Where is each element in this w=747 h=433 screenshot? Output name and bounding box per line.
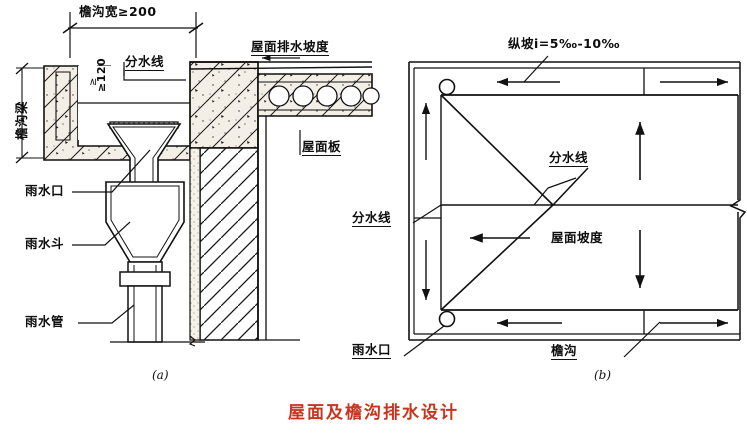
page-title: 屋面及檐沟排水设计: [288, 403, 459, 423]
figure-caption-b: (b): [594, 368, 612, 382]
leader-lines-b: [403, 55, 661, 358]
label-gutter-beam: 檐沟梁: [14, 100, 29, 140]
leader-longitudinal-slope: [523, 55, 549, 83]
leader-lines-a: [72, 62, 301, 324]
roof-field-boundary: [441, 94, 738, 311]
gutter-divider-ticks: [414, 68, 645, 334]
leader-water-divide-b-right: [547, 177, 577, 189]
label-leader-head-a: 雨水斗: [25, 236, 65, 251]
rainwater-leader-head: [105, 181, 185, 263]
ge-mark-120: ≥: [88, 78, 99, 86]
gutter-flow-arrows: [421, 77, 728, 328]
label-rain-inlet-a: 雨水口: [25, 183, 65, 198]
leader-water-divide-b-left: [412, 204, 442, 224]
roof-slope-arrows: [470, 122, 645, 288]
leader-gutter-b: [623, 321, 661, 358]
label-gutter-b: 檐沟: [551, 343, 578, 360]
label-downpipe-a: 雨水管: [25, 314, 65, 329]
dimension-gutter-width: [62, 12, 204, 58]
leader-rain-inlet-b: [403, 325, 445, 357]
label-roof-slab: 屋面板: [302, 139, 342, 156]
label-water-divide-a: 分水线: [125, 54, 165, 71]
label-roof-slope-a: 屋面排水坡度: [251, 39, 330, 56]
leader-rain-inlet-a: [72, 149, 151, 193]
figure-caption-a: (a): [152, 368, 169, 382]
label-rain-inlet-b: 雨水口: [352, 342, 392, 359]
break-line-right: [729, 62, 747, 340]
label-roof-slope-b: 屋面坡度: [551, 230, 604, 245]
figure-b-group: [403, 55, 747, 358]
wall-masonry: [189, 116, 300, 341]
leader-leader-head-a: [72, 221, 131, 246]
leader-downpipe-a: [78, 304, 135, 324]
label-min-depth: ≥120: [95, 57, 108, 92]
roof-outline: [408, 61, 740, 341]
figure-a-group: ≥: [15, 12, 380, 347]
roof-slab-hollowcore: [257, 73, 380, 117]
dimension-gutter-beam-height: [15, 62, 44, 164]
label-longitudinal-slope: 纵坡i=5‰-10‰: [508, 36, 621, 51]
label-water-divide-b-right: 分水线: [549, 150, 589, 167]
label-water-divide-b-left: 分水线: [352, 210, 392, 227]
parapet-concrete-block: [189, 61, 259, 149]
rain-inlet-circle-top: [438, 78, 456, 96]
gutter-channel-lines: [440, 94, 738, 311]
downpipe: [110, 261, 205, 347]
label-gutter-width: 檐沟宽≥200: [79, 4, 157, 19]
roof-top-screed: [189, 61, 373, 70]
roof-hip-lines: [440, 94, 738, 311]
rain-inlet-circle-bottom: [438, 310, 456, 328]
